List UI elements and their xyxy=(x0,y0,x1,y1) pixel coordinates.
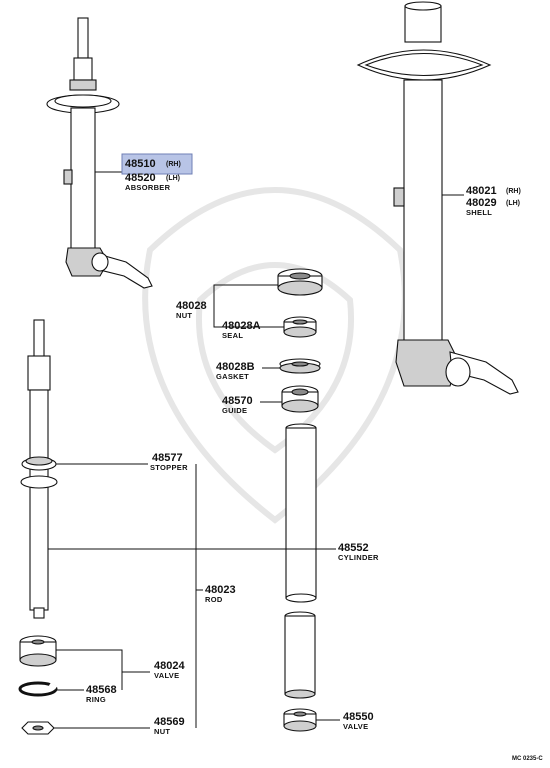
cylinder-number[interactable]: 48552 xyxy=(338,542,369,554)
rod-valve-illustration xyxy=(19,635,57,667)
seal-number[interactable]: 48028A xyxy=(222,320,261,332)
nut-top-number[interactable]: 48028 xyxy=(176,300,207,312)
ring-name: RING xyxy=(86,695,106,704)
absorber-lh-side: (LH) xyxy=(166,175,180,182)
stopper-name: STOPPER xyxy=(150,463,188,472)
diagram-code: MC 0235-C xyxy=(512,756,543,762)
guide-name: GUIDE xyxy=(222,406,247,415)
rod-name: ROD xyxy=(205,595,223,604)
valve-bottom-number[interactable]: 48550 xyxy=(343,711,374,723)
absorber-rh-number[interactable]: 48510 xyxy=(125,158,156,170)
valve-bottom-name: VALVE xyxy=(343,722,368,731)
absorber-name: ABSORBER xyxy=(125,183,171,192)
bottom-valve-illustration xyxy=(283,708,317,732)
bottom-nut-illustration xyxy=(21,721,55,735)
rod-number[interactable]: 48023 xyxy=(205,584,236,596)
rod-illustration xyxy=(20,319,58,619)
cylinder-illustration xyxy=(284,423,317,699)
nut-bottom-number[interactable]: 48569 xyxy=(154,716,185,728)
top-seal-stack-illustration xyxy=(277,268,323,413)
leader-lines xyxy=(48,171,464,729)
gasket-name: GASKET xyxy=(216,372,249,381)
nut-top-name: NUT xyxy=(176,311,192,320)
ring-illustration xyxy=(18,681,58,697)
shell-illustration xyxy=(356,1,519,395)
valve-rod-name: VALVE xyxy=(154,671,179,680)
gasket-number[interactable]: 48028B xyxy=(216,361,255,373)
shell-rh-number[interactable]: 48021 xyxy=(466,185,497,197)
valve-rod-number[interactable]: 48024 xyxy=(154,660,185,672)
shell-lh-number[interactable]: 48029 xyxy=(466,197,497,209)
seal-name: SEAL xyxy=(222,331,243,340)
nut-bottom-name: NUT xyxy=(154,727,170,736)
stopper-number[interactable]: 48577 xyxy=(152,452,183,464)
watermark-emblem xyxy=(142,187,408,524)
guide-number[interactable]: 48570 xyxy=(222,395,253,407)
shell-lh-side: (LH) xyxy=(506,200,520,207)
absorber-highlight xyxy=(121,153,193,175)
absorber-rh-side: (RH) xyxy=(166,161,181,168)
shell-name: SHELL xyxy=(466,208,492,217)
absorber-lh-number[interactable]: 48520 xyxy=(125,172,156,184)
ring-number[interactable]: 48568 xyxy=(86,684,117,696)
cylinder-name: CYLINDER xyxy=(338,553,379,562)
shell-rh-side: (RH) xyxy=(506,188,521,195)
absorber-illustration xyxy=(46,17,153,289)
